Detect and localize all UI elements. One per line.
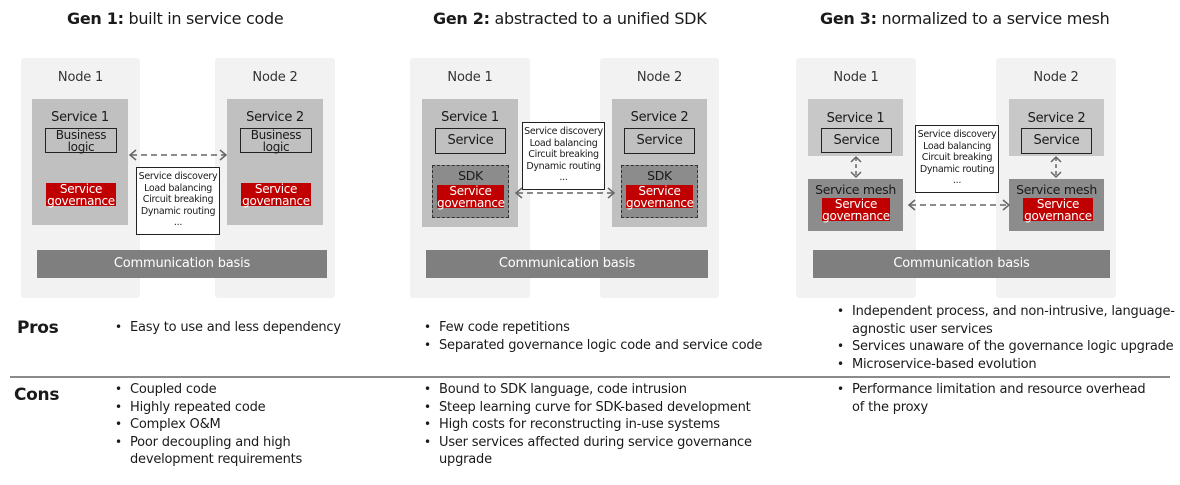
feature-item: Service discovery [138,171,218,182]
pros-item: Microservice-based evolution [835,356,1180,374]
gen3-governance-1: Service governance [822,197,890,223]
cons-item: Highly repeated code [113,399,353,417]
gen3-service-box-1: Service [821,128,892,153]
gen3-service2 [1009,99,1104,156]
feature-item: Dynamic routing [140,205,216,217]
gen2-communication-basis: Communication basis [426,250,708,278]
pros-label: Pros [17,318,59,338]
cons-item: Coupled code [113,381,353,399]
gen2-dashed-arrow [514,187,616,199]
gen1-governance-2: Service governance [241,182,311,208]
gen3-cons-list: Performance limitation and resource over… [835,381,1155,416]
gen1-communication-basis: Communication basis [37,250,327,278]
gen1-title-bold: Gen 1: [67,9,124,28]
gen3-mesh-label-2: Service mesh [1016,182,1097,197]
gen1-service2-label: Service 2 [246,110,304,125]
gen3-features-box: Service discovery Load balancing Circuit… [915,125,999,193]
feature-item: Circuit breaking [528,149,599,160]
pros-cons-divider [10,376,1170,378]
gen3-title-bold: Gen 3: [820,9,877,28]
feature-item: ... [173,217,183,228]
gen2-node2-label: Node 2 [636,70,683,85]
gen3-node2-label: Node 2 [1033,70,1079,85]
gen1-features-box: Service discovery Load balancing Circuit… [136,167,220,235]
feature-item: Circuit breaking [142,194,214,205]
gen3-service-box-2: Service [1021,128,1092,154]
gen3-node1-label: Node 1 [833,70,879,85]
cons-item: Complex O&M [113,416,353,434]
feature-item: ... [952,175,962,186]
gen1-dashed-arrow [128,149,228,161]
gen2-service2-label: Service 2 [630,110,689,125]
gen1-cons-list: Coupled code Highly repeated code Comple… [113,381,353,469]
gen2-title-rest: abstracted to a unified SDK [489,9,707,28]
pros-item: Few code repetitions [422,319,792,337]
gen1-pros-list: Easy to use and less dependency [113,319,393,337]
gen2-service-box-2: Service [624,128,695,154]
feature-item: Service discovery [917,129,997,140]
cons-item: Poor decoupling and high development req… [113,434,353,469]
feature-item: Dynamic routing [919,163,995,175]
gen3-pros-list: Independent process, and non-intrusive, … [835,303,1180,373]
gen2-title-bold: Gen 2: [433,9,490,28]
gen2-service-box-1: Service [435,128,506,154]
gen2-governance-1: Service governance [437,184,505,210]
gen1-business-logic-1: Business logic [45,128,117,153]
gen3-communication-basis: Communication basis [813,250,1110,278]
gen3-vertical-arrow-1 [850,155,862,179]
cons-item: Steep learning curve for SDK-based devel… [422,399,772,417]
gen2-cons-list: Bound to SDK language, code intrusion St… [422,381,772,469]
feature-item: Circuit breaking [921,152,993,163]
gen3-service2-label: Service 2 [1027,111,1086,126]
gen3-service1 [808,99,903,156]
feature-item: Service discovery [524,126,603,137]
feature-item: Load balancing [144,182,212,194]
gen2-pros-list: Few code repetitions Separated governanc… [422,319,792,354]
cons-item: Performance limitation and resource over… [835,381,1155,416]
cons-item: High costs for reconstructing in-use sys… [422,416,772,434]
gen2-features-box: Service discovery Load balancing Circuit… [522,122,605,190]
gen2-node1-label: Node 1 [447,70,493,85]
gen2-sdk-label-1: SDK [458,168,483,183]
gen3-title-rest: normalized to a service mesh [876,9,1110,28]
feature-item: Load balancing [923,140,991,152]
gen3-title: Gen 3: normalized to a service mesh [820,9,1110,28]
feature-item: Load balancing [529,137,598,149]
gen1-title-rest: built in service code [123,9,284,28]
gen2-title: Gen 2: abstracted to a unified SDK [433,9,707,28]
feature-item: Dynamic routing [526,160,601,172]
cons-item: Bound to SDK language, code intrusion [422,381,772,399]
pros-item: Independent process, and non-intrusive, … [835,303,1180,338]
gen1-node2-label: Node 2 [252,70,298,85]
feature-item: ... [559,172,568,183]
gen1-title: Gen 1: built in service code [67,9,284,28]
gen3-dashed-arrow [907,199,1011,211]
cons-item: User services affected during service go… [422,434,772,469]
cons-label: Cons [14,385,60,405]
gen2-service1-label: Service 1 [441,110,499,125]
pros-item: Easy to use and less dependency [113,319,393,337]
gen3-mesh-label-1: Service mesh [815,182,896,197]
pros-item: Services unaware of the governance logic… [835,338,1180,356]
gen3-service1-label: Service 1 [826,111,885,126]
gen1-business-logic-2: Business logic [240,128,312,153]
pros-item: Separated governance logic code and serv… [422,337,792,355]
gen1-governance-1: Service governance [46,182,116,208]
gen1-node1-label: Node 1 [57,70,104,85]
gen3-governance-2: Service governance [1023,197,1093,223]
gen3-vertical-arrow-2 [1050,155,1062,179]
gen1-service1-label: Service 1 [51,110,109,125]
gen2-governance-2: Service governance [626,184,694,210]
gen2-sdk-label-2: SDK [647,168,672,183]
